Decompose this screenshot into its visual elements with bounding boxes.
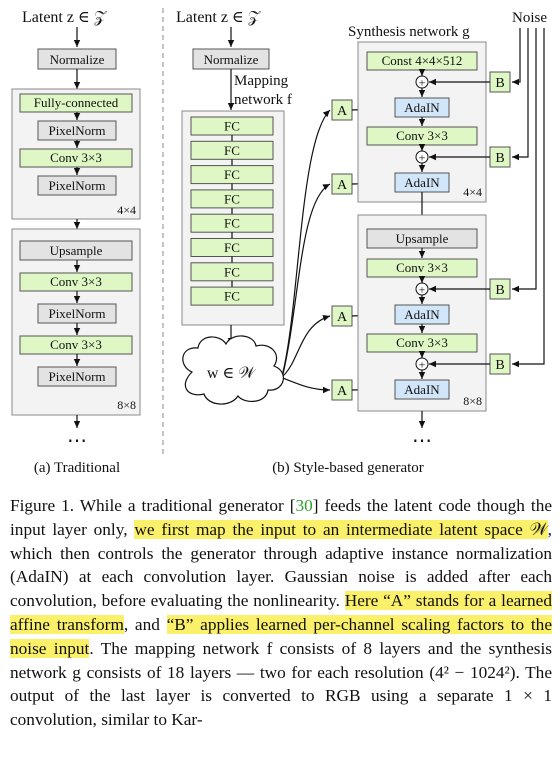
synth-conv-2: Conv 3×3 bbox=[396, 260, 448, 275]
traditional-fully-connected: Fully-connected bbox=[34, 95, 119, 110]
traditional-res-4x4: 4×4 bbox=[117, 203, 136, 217]
fc-layer-box bbox=[190, 286, 274, 306]
fc-layer: FC bbox=[224, 264, 240, 279]
traditional-pixelnorm-2: PixelNorm bbox=[48, 178, 105, 193]
traditional-conv-3: Conv 3×3 bbox=[50, 337, 102, 352]
synthesis-label: Synthesis network g bbox=[348, 24, 470, 40]
noise-add-4: + bbox=[419, 358, 426, 372]
noise-add-2: + bbox=[419, 151, 426, 165]
fc-layer: FC bbox=[224, 216, 240, 231]
noise-scale-b-1: B bbox=[495, 76, 504, 91]
fc-layer: FC bbox=[224, 191, 240, 206]
w-label: w ∈ 𝒲 bbox=[207, 365, 256, 382]
style-latent-label: Latent z ∈ 𝒵 bbox=[176, 9, 261, 26]
affine-a-2: A bbox=[337, 178, 348, 193]
noise-scale-b-4: B bbox=[495, 358, 504, 373]
style-based-generator: Latent z ∈ 𝒵 Normalize Mapping network f… bbox=[176, 9, 547, 476]
noise-scale-b-2: B bbox=[495, 151, 504, 166]
caption-text-1: Figure 1. While a traditional generator … bbox=[10, 496, 296, 515]
architecture-figure: Latent z ∈ 𝒵 Normalize Fully-connected P… bbox=[11, 8, 547, 476]
const-input: Const 4×4×512 bbox=[382, 53, 463, 68]
traditional-latent-label: Latent z ∈ 𝒵 bbox=[22, 9, 107, 26]
affine-a-4: A bbox=[337, 384, 348, 399]
traditional-conv-2: Conv 3×3 bbox=[50, 274, 102, 289]
adain-4: AdaIN bbox=[404, 382, 440, 397]
fc-layer: FC bbox=[224, 167, 240, 182]
figure-caption: Figure 1. While a traditional generator … bbox=[10, 494, 552, 732]
synth-conv-3: Conv 3×3 bbox=[396, 335, 448, 350]
traditional-generator: Latent z ∈ 𝒵 Normalize Fully-connected P… bbox=[11, 9, 141, 476]
style-subcaption: (b) Style-based generator bbox=[272, 460, 424, 476]
synth-conv-1: Conv 3×3 bbox=[396, 128, 448, 143]
traditional-pixelnorm-1: PixelNorm bbox=[48, 123, 105, 138]
fc-stack: FC FC FC FC FC FC FC FC bbox=[190, 116, 274, 306]
adain-1: AdaIN bbox=[404, 100, 440, 115]
traditional-normalize: Normalize bbox=[50, 52, 105, 67]
traditional-subcaption: (a) Traditional bbox=[34, 460, 120, 476]
caption-text-3: , which then controls the generator thro… bbox=[10, 519, 552, 611]
mapping-label-2: network f bbox=[234, 92, 292, 108]
fc-layer: FC bbox=[224, 119, 240, 134]
traditional-res-8x8: 8×8 bbox=[117, 398, 136, 412]
noise-scale-b-3: B bbox=[495, 283, 504, 298]
synth-res-4x4: 4×4 bbox=[463, 185, 482, 199]
w-cloud bbox=[182, 335, 284, 405]
highlight-1: we first map the input to an intermediat… bbox=[134, 519, 548, 539]
synth-upsample: Upsample bbox=[396, 231, 449, 246]
synth-ellipsis: ⋯ bbox=[412, 430, 432, 452]
noise-add-3: + bbox=[419, 283, 426, 297]
noise-add-1: + bbox=[419, 76, 426, 90]
traditional-ellipsis: ⋯ bbox=[67, 430, 87, 452]
affine-a-3: A bbox=[337, 310, 348, 325]
traditional-conv-1: Conv 3×3 bbox=[50, 150, 102, 165]
traditional-pixelnorm-3: PixelNorm bbox=[48, 306, 105, 321]
fc-layer: FC bbox=[224, 240, 240, 255]
noise-label: Noise bbox=[512, 10, 547, 26]
adain-2: AdaIN bbox=[404, 175, 440, 190]
fc-layer: FC bbox=[224, 289, 240, 304]
synth-res-8x8: 8×8 bbox=[463, 394, 482, 408]
caption-text-2: ] feeds the latent code though the input… bbox=[10, 496, 553, 539]
affine-a-1: A bbox=[337, 104, 348, 119]
caption-text-4: , and bbox=[123, 614, 167, 634]
mapping-label-1: Mapping bbox=[234, 73, 289, 89]
citation-link[interactable]: 30 bbox=[295, 496, 313, 515]
adain-3: AdaIN bbox=[404, 307, 440, 322]
caption-text-5: . The mapping network f consists of 8 la… bbox=[10, 638, 552, 730]
fc-layer: FC bbox=[224, 143, 240, 158]
style-normalize: Normalize bbox=[204, 52, 259, 67]
traditional-upsample: Upsample bbox=[50, 243, 103, 258]
traditional-pixelnorm-4: PixelNorm bbox=[48, 369, 105, 384]
